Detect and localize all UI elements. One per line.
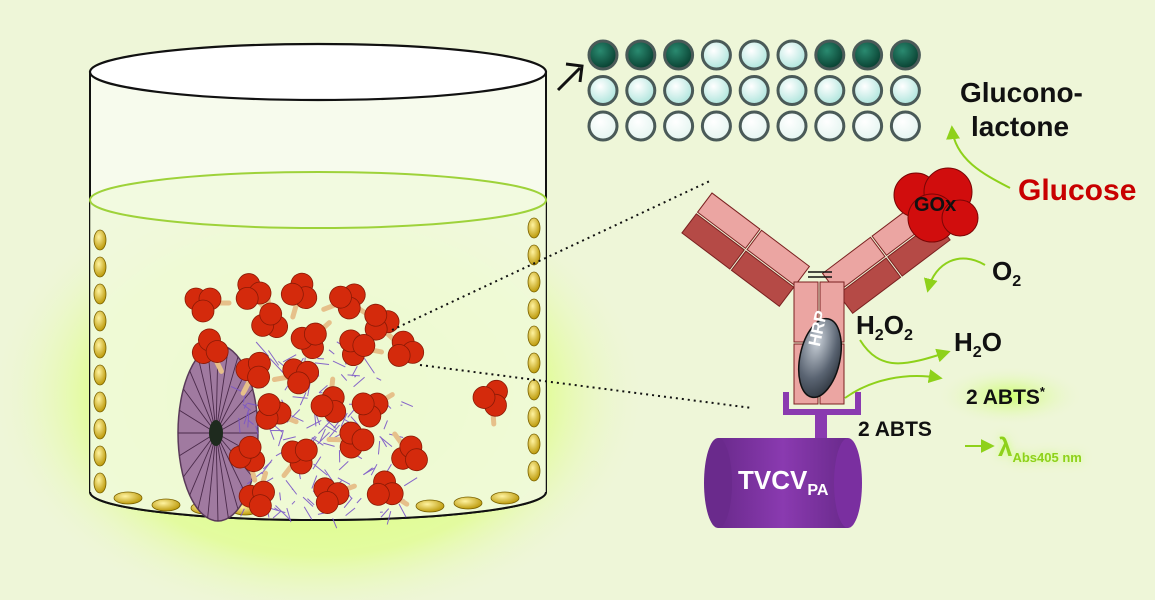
- well: [700, 39, 732, 71]
- gold-nanoparticle: [527, 325, 541, 347]
- h2o-o: O: [981, 327, 1002, 357]
- well: [663, 75, 695, 106]
- gold-nanoparticle: [93, 391, 107, 413]
- gold-nanoparticle: [527, 244, 541, 266]
- zoom-lines: [391, 179, 753, 409]
- gold-nanoparticle: [527, 433, 541, 455]
- well: [814, 110, 846, 142]
- well: [625, 39, 657, 71]
- well: [625, 75, 657, 106]
- gold-nanoparticle: [113, 491, 143, 505]
- glucose-label: Glucose: [1018, 174, 1137, 207]
- tvcv-sub: PA: [807, 481, 829, 500]
- o2-to-h2o2-arrow: [923, 257, 986, 293]
- well: [738, 39, 770, 71]
- lambda-label: λAbs405 nm: [998, 432, 1082, 465]
- gold-nanoparticle: [93, 337, 107, 359]
- well: [700, 110, 732, 142]
- h2o2-to-h2o-arrow: [859, 339, 951, 365]
- microwell-plate: [587, 39, 921, 142]
- well: [889, 75, 921, 106]
- well: [587, 110, 619, 142]
- gold-nanoparticle: [93, 472, 107, 494]
- beaker-rim: [88, 42, 548, 102]
- hrp-enzyme: [797, 317, 843, 399]
- h2o2-o: O: [883, 310, 904, 340]
- gold-nanoparticle: [93, 310, 107, 332]
- gold-nanoparticle: [527, 379, 541, 401]
- gold-nanoparticle: [527, 406, 541, 428]
- h2o-label: H2O: [954, 327, 1002, 362]
- tvcv-capsid: [704, 392, 862, 528]
- gluconolactone-line1: Glucono-: [960, 77, 1083, 108]
- tvcv-main: TVCV: [738, 465, 808, 495]
- abts-oxidation-arrow: [844, 369, 943, 399]
- abts-star-label: 2 ABTS*: [966, 384, 1045, 410]
- well: [852, 110, 884, 142]
- gox-enzyme: [893, 167, 979, 243]
- virus-particle: [177, 344, 259, 522]
- gox-label: GOx: [914, 194, 957, 216]
- well: [587, 75, 619, 106]
- well: [889, 39, 921, 71]
- o2-label: O2: [992, 256, 1021, 291]
- o2-sub: 2: [1012, 272, 1022, 291]
- well: [625, 110, 657, 142]
- well: [852, 39, 884, 71]
- h2o2-sub2: 2: [903, 326, 913, 345]
- abts-star-main: 2 ABTS: [966, 386, 1040, 409]
- well: [814, 39, 846, 71]
- gold-nanoparticle: [93, 283, 107, 305]
- h2o2-sub1: 2: [874, 326, 884, 345]
- beaker: [88, 42, 548, 521]
- gold-nanoparticle: [527, 460, 541, 482]
- gold-nanoparticle: [93, 418, 107, 440]
- gold-nanoparticle: [527, 271, 541, 293]
- plate-arrow: [556, 62, 584, 92]
- gluconolactone-line2: lactone: [970, 111, 1070, 142]
- h2o2-h: H: [856, 310, 875, 340]
- abts-star-glow: [935, 366, 1085, 426]
- gold-nanoparticle: [93, 256, 107, 278]
- gold-nanoparticle: [93, 229, 107, 251]
- well: [889, 110, 921, 142]
- h2o-h: H: [954, 327, 973, 357]
- h2o-sub: 2: [972, 343, 982, 362]
- gold-nanoparticle: [527, 217, 541, 239]
- abts-star-sup: *: [1039, 384, 1045, 399]
- reaction-arrows: [844, 125, 1011, 453]
- tvcv-label: TVCVPA: [738, 465, 829, 500]
- well: [852, 75, 884, 106]
- gold-nanoparticle: [490, 491, 520, 505]
- lambda-main: λ: [998, 432, 1013, 462]
- well: [663, 110, 695, 142]
- gold-nanoparticle: [151, 498, 181, 512]
- glucose-to-gluconolactone-arrow: [946, 125, 1011, 189]
- o2-main: O: [992, 256, 1013, 286]
- well: [700, 75, 732, 106]
- gold-nanoparticle: [415, 499, 445, 513]
- well: [776, 75, 808, 106]
- abts-label: 2 ABTS: [858, 418, 932, 441]
- well: [814, 75, 846, 106]
- gold-nanoparticle: [527, 352, 541, 374]
- gold-nanoparticle: [527, 298, 541, 320]
- well: [776, 39, 808, 71]
- well: [663, 39, 695, 71]
- gold-nanoparticle: [93, 445, 107, 467]
- lambda-sub: Abs405 nm: [1012, 450, 1082, 466]
- well: [587, 39, 619, 71]
- well: [738, 75, 770, 106]
- gold-nanoparticle: [453, 496, 483, 510]
- h2o2-label: H2O2: [856, 310, 913, 345]
- gluconolactone-label: Glucono- lactone: [960, 76, 1083, 144]
- liquid-surface: [89, 171, 547, 229]
- well: [776, 110, 808, 142]
- gold-nanoparticle: [93, 364, 107, 386]
- well: [738, 110, 770, 142]
